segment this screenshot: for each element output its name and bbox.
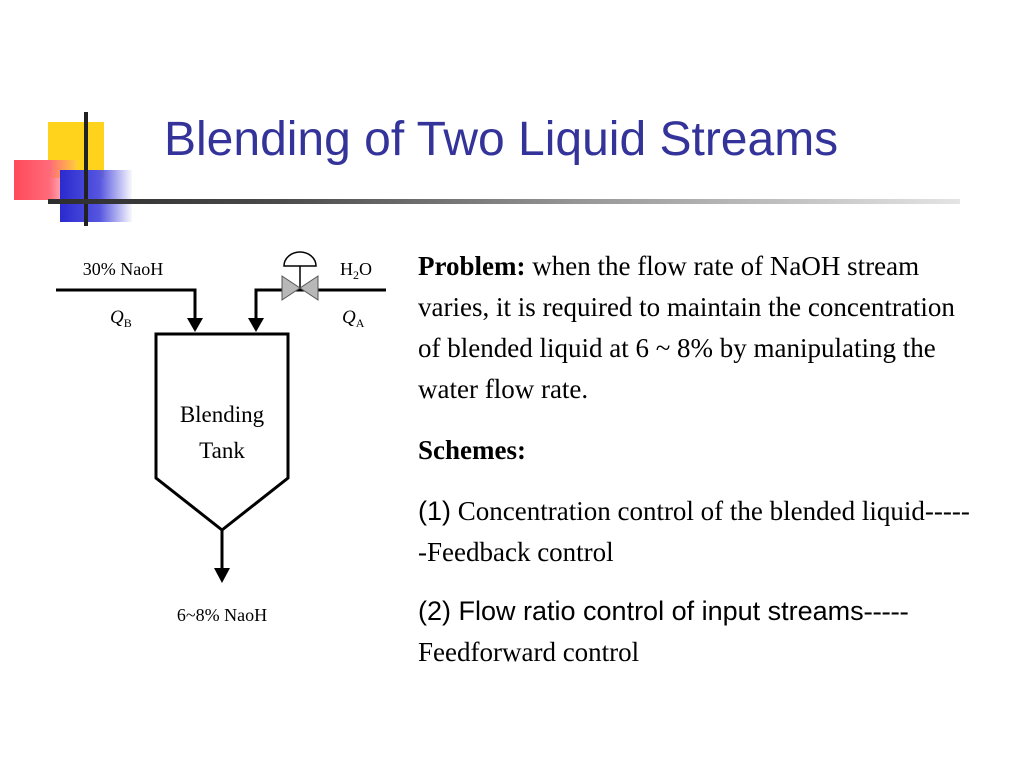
scheme-1: (1) Concentration control of the blended… (418, 491, 978, 573)
tank-label-line1: Blending (180, 402, 265, 427)
control-valve-icon (281, 251, 319, 301)
outlet-label: 6~8% NaoH (177, 605, 267, 625)
scheme-2-text: -----Feedforward control (418, 596, 909, 667)
naoh-inlet-line (56, 288, 197, 320)
blending-tank (154, 332, 290, 532)
scheme-1-text: Concentration control of the blended liq… (418, 496, 970, 567)
scheme-2: (2) Flow ratio control of input streams-… (418, 591, 978, 673)
blending-process-diagram: 30% NaoH H2O QB QA Blending Tank 6~8% Na… (56, 251, 386, 625)
naoh-inlet-arrow (187, 318, 203, 332)
scheme-1-number: (1) (418, 496, 451, 526)
problem-body: when the flow rate of NaOH stream varies… (418, 251, 955, 404)
problem-paragraph: Problem: when the flow rate of NaOH stre… (418, 246, 978, 410)
title-underline (48, 199, 960, 204)
water-inlet-arrow (248, 318, 264, 332)
problem-heading: Problem: (418, 251, 526, 281)
logo-blue-square (60, 170, 132, 222)
logo-vertical-line (84, 112, 88, 226)
water-inlet-line (254, 288, 386, 320)
outlet-arrow (214, 568, 230, 583)
page-title: Blending of Two Liquid Streams (164, 113, 839, 166)
water-inlet-label: H2O (340, 259, 372, 282)
tank-label-line2: Tank (199, 438, 245, 463)
slide-body-text: Problem: when the flow rate of NaOH stre… (418, 246, 978, 673)
flow-qb-label: QB (110, 307, 132, 330)
flow-qa-label: QA (342, 307, 365, 330)
scheme-2-lead: (2) Flow ratio control of input streams (418, 596, 864, 626)
schemes-heading: Schemes: (418, 435, 526, 465)
naoh-inlet-label: 30% NaoH (83, 259, 163, 279)
